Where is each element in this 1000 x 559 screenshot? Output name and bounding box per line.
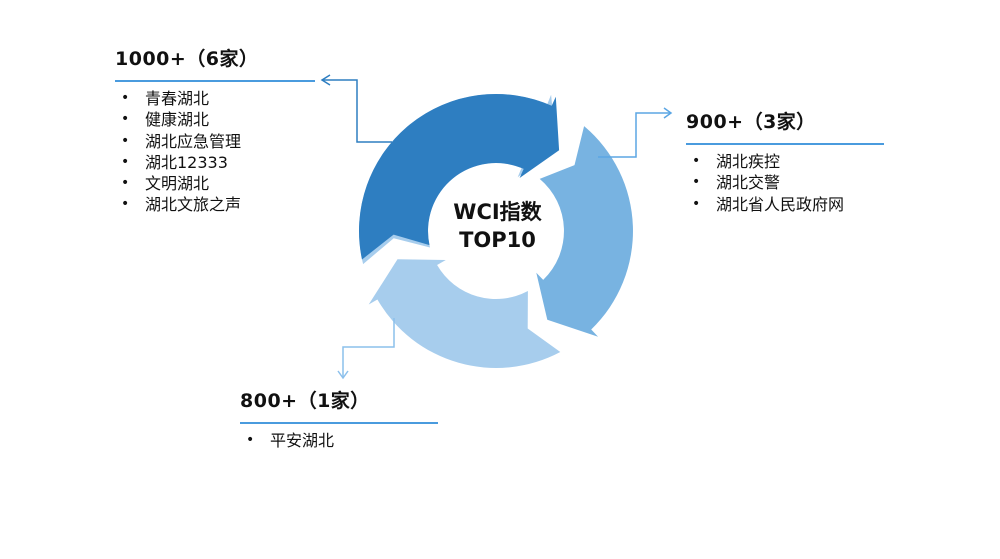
bullet: • bbox=[121, 175, 130, 192]
list-item: • 湖北应急管理 bbox=[115, 131, 315, 152]
bullet: • bbox=[121, 196, 130, 213]
arrowhead-800 bbox=[337, 370, 349, 380]
bullet: • bbox=[121, 132, 130, 149]
center-title-line1: WCI指数 bbox=[453, 200, 542, 224]
list-item: • 湖北疾控 bbox=[686, 151, 884, 172]
cycle-segment-light-main bbox=[368, 259, 561, 369]
connector-1000 bbox=[322, 79, 392, 143]
item-list: • 青春湖北 • 健康湖北 • 湖北应急管理 • 湖北12333 • 文明湖北 • 湖北文旅… bbox=[115, 88, 315, 216]
item-label: 湖北应急管理 bbox=[145, 131, 242, 151]
list-item: • 湖北文旅之声 bbox=[115, 194, 315, 215]
item-label: 湖北12333 bbox=[145, 152, 228, 172]
group-900: 900+（3家） • 湖北疾控 • 湖北交警 • 湖北省人民政府网 bbox=[686, 109, 884, 215]
group-800: 800+（1家） • 平安湖北 bbox=[240, 388, 438, 451]
item-label: 湖北交警 bbox=[716, 173, 781, 193]
bullet: • bbox=[246, 432, 255, 448]
item-list: • 平安湖北 bbox=[240, 430, 438, 451]
item-list: • 湖北疾控 • 湖北交警 • 湖北省人民政府网 bbox=[686, 151, 884, 215]
center-title: WCI指数 TOP10 bbox=[430, 198, 565, 254]
heading-divider bbox=[240, 422, 438, 424]
connector-800 bbox=[342, 318, 395, 378]
item-label: 文明湖北 bbox=[145, 174, 210, 194]
bullet: • bbox=[121, 153, 130, 170]
list-item: • 湖北省人民政府网 bbox=[686, 194, 884, 215]
heading-divider bbox=[115, 80, 315, 82]
bullet: • bbox=[121, 111, 130, 128]
item-label: 湖北省人民政府网 bbox=[716, 194, 845, 214]
list-item: • 湖北12333 bbox=[115, 152, 315, 173]
cycle-segment-medium bbox=[536, 126, 633, 337]
item-label: 湖北疾控 bbox=[716, 152, 781, 171]
arrowhead-900 bbox=[663, 107, 673, 119]
item-label: 平安湖北 bbox=[270, 431, 335, 450]
list-item: • 健康湖北 bbox=[115, 109, 315, 130]
bullet: • bbox=[121, 90, 130, 106]
bullet: • bbox=[692, 195, 701, 212]
heading-divider bbox=[686, 143, 884, 145]
list-item: • 青春湖北 bbox=[115, 88, 315, 109]
group-heading: 800+（1家） bbox=[240, 390, 370, 412]
list-item: • 文明湖北 bbox=[115, 173, 315, 194]
bullet: • bbox=[692, 153, 701, 169]
item-label: 青春湖北 bbox=[145, 89, 210, 108]
group-1000: 1000+（6家） • 青春湖北 • 健康湖北 • 湖北应急管理 • 湖北12333 •… bbox=[115, 46, 315, 216]
bullet: • bbox=[692, 174, 701, 191]
arrowhead-1000 bbox=[320, 74, 331, 86]
connector-900 bbox=[598, 112, 671, 158]
list-item: • 平安湖北 bbox=[240, 430, 438, 451]
item-label: 湖北文旅之声 bbox=[145, 195, 242, 215]
cycle-segment-dark bbox=[358, 93, 560, 260]
list-item: • 湖北交警 bbox=[686, 172, 884, 193]
item-label: 健康湖北 bbox=[145, 110, 210, 130]
group-heading: 900+（3家） bbox=[686, 111, 816, 133]
center-title-line2: TOP10 bbox=[459, 228, 536, 252]
group-heading: 1000+（6家） bbox=[115, 48, 259, 70]
